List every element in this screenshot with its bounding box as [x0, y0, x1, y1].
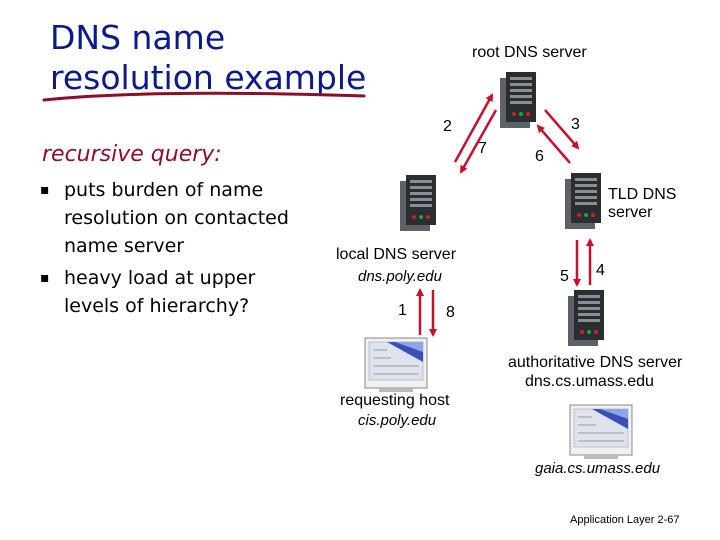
tld-server-icon [565, 173, 601, 229]
step-7-label: 7 [478, 140, 487, 157]
step-1-label: 1 [398, 302, 407, 319]
root-server-label: root DNS server [472, 44, 587, 61]
local-server-domain: dns.poly.edu [358, 268, 442, 285]
arrow-7 [459, 109, 498, 174]
slide-footer: Application Layer 2-67 [570, 514, 680, 526]
requesting-host-icon [364, 337, 428, 393]
recursive-query-heading: recursive query: [42, 142, 222, 167]
arrow-6 [536, 124, 571, 164]
arrow-2 [453, 93, 494, 163]
root-server-icon [500, 72, 536, 128]
square-bullet-icon: ▪ [40, 270, 50, 286]
title-underline [42, 91, 366, 102]
gaia-host-icon [569, 404, 633, 460]
title-line-1: DNS name [50, 18, 226, 57]
bullet-item: ▪ heavy load at upper levels of hierarch… [40, 264, 300, 320]
authoritative-server-domain: dns.cs.umass.edu [525, 373, 654, 390]
page-title: DNS name resolution example [50, 18, 366, 98]
authoritative-server-icon [568, 290, 604, 346]
step-3-label: 3 [571, 116, 580, 133]
local-server-icon [400, 175, 436, 231]
requesting-host-label: requesting host [340, 392, 450, 409]
step-8-label: 8 [446, 304, 455, 321]
bullet-item: ▪ puts burden of name resolution on cont… [40, 176, 300, 260]
step-5-label: 5 [560, 268, 569, 285]
requesting-host-domain: cis.poly.edu [358, 412, 437, 429]
step-4-label: 4 [596, 262, 605, 279]
authoritative-server-label: authoritative DNS server [508, 354, 683, 371]
step-2-label: 2 [443, 118, 452, 135]
step-6-label: 6 [535, 148, 544, 165]
square-bullet-icon: ▪ [40, 182, 50, 198]
gaia-host-domain: gaia.cs.umass.edu [535, 460, 661, 477]
title-line-2: resolution example [50, 58, 367, 97]
arrow-3 [544, 109, 580, 150]
bullet-list: ▪ puts burden of name resolution on cont… [40, 176, 300, 324]
local-server-label: local DNS server [336, 246, 457, 263]
tld-server-label: TLD DNS server [608, 186, 677, 221]
